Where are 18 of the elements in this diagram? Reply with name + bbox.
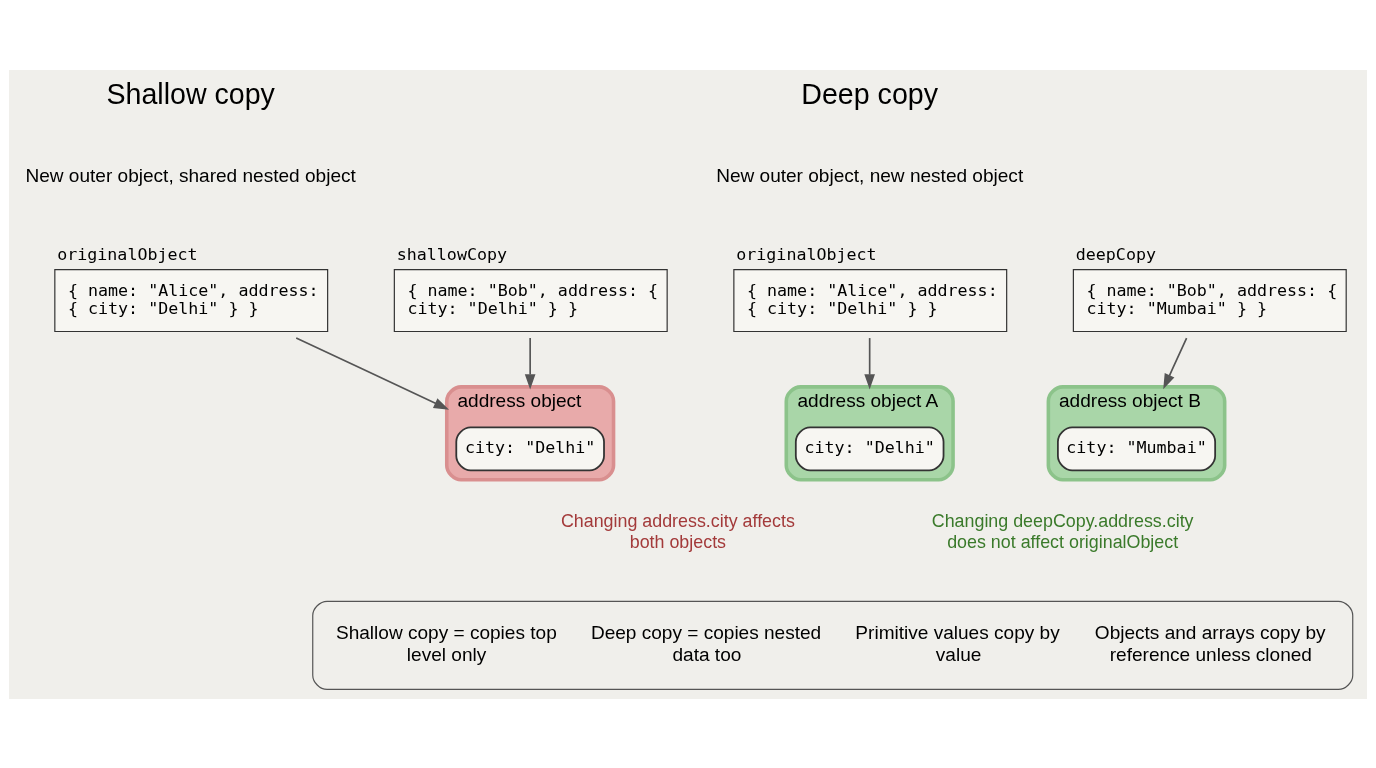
label: Shallow copy [106,77,275,110]
node-label: Changing address.city affects both objects [560,510,795,552]
node-label: originalObject [736,244,877,264]
node-label: Changing deepCopy.address.city does not affect originalObject [931,510,1194,552]
node-label: originalObject [57,244,198,264]
label: New outer object, shared nested object [25,164,356,186]
arrow [524,336,536,389]
node-label: shallowCopy [396,244,508,264]
node-box: city: "Mumbai" [1057,426,1217,471]
label: New outer object, new nested object [716,164,1024,186]
node-label: deepCopy [1075,244,1156,264]
node-box: city: "Delhi" [794,426,945,471]
label: Deep copy [801,77,938,110]
arrow [864,336,875,389]
arrow [295,336,450,410]
node-box: city: "Delhi" [455,426,605,471]
arrow [1163,336,1188,389]
node-box: Shallow copy = copies top level only Deep copy = copies nested data too Primitive values copy by value Objects and arrays copy by reference unless cloned [312,600,1354,690]
